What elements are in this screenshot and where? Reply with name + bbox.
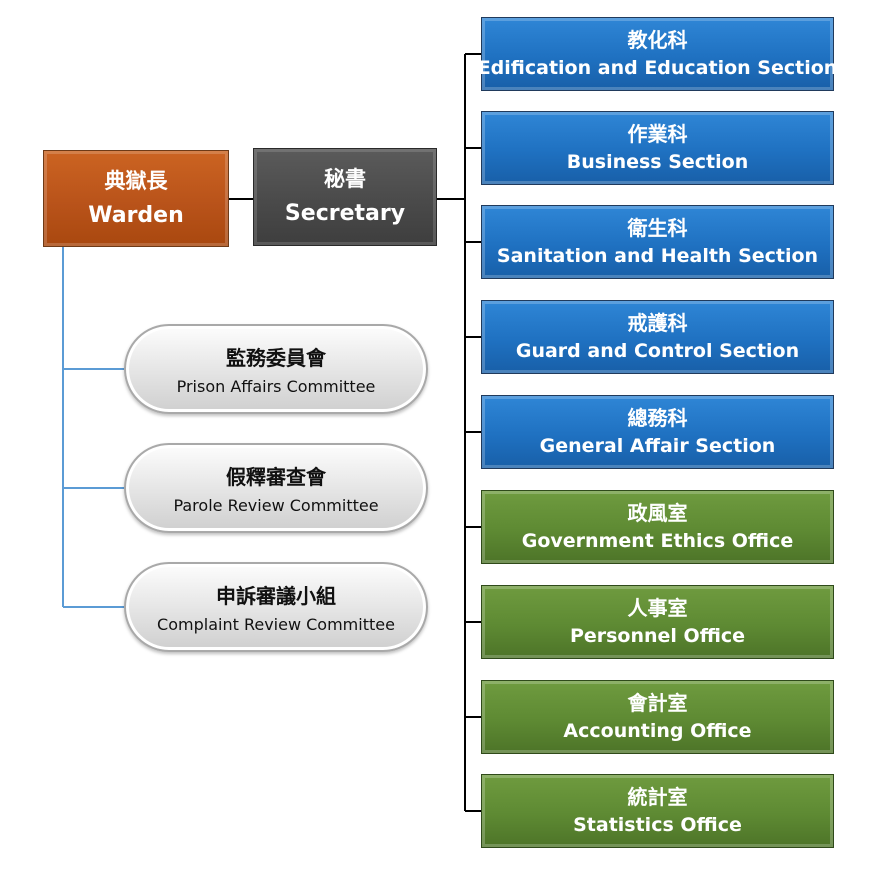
warden-box: 典獄長 Warden [43, 150, 229, 247]
warden-title-zh: 典獄長 [104, 168, 168, 193]
section-label-zh: 會計室 [627, 690, 688, 715]
section-guard: 戒護科 Guard and Control Section [481, 300, 834, 374]
section-label-zh: 衛生科 [627, 215, 688, 240]
section-label-en: General Affair Section [539, 434, 776, 457]
warden-title-en: Warden [88, 202, 184, 228]
section-label-en: Guard and Control Section [515, 339, 800, 362]
section-statistics: 統計室 Statistics Office [481, 774, 834, 848]
section-accounting: 會計室 Accounting Office [481, 680, 834, 754]
section-business: 作業科 Business Section [481, 111, 834, 185]
secretary-title-en: Secretary [284, 201, 406, 227]
section-label-en: Edification and Education Section [477, 56, 838, 79]
secretary-box: 秘書 Secretary [253, 148, 437, 246]
committee-label-en: Parole Review Committee [173, 496, 379, 515]
section-label-en: Personnel Office [569, 624, 746, 647]
section-label-zh: 總務科 [627, 405, 688, 430]
section-personnel: 人事室 Personnel Office [481, 585, 834, 659]
committee-complaint-review: 申訴審議小組 Complaint Review Committee [124, 562, 428, 652]
section-label-en: Government Ethics Office [521, 529, 794, 552]
committee-parole-review: 假釋審查會 Parole Review Committee [124, 443, 428, 533]
committee-prison-affairs: 監務委員會 Prison Affairs Committee [124, 324, 428, 414]
committee-label-zh: 申訴審議小組 [216, 584, 336, 608]
section-edification: 教化科 Edification and Education Section [478, 17, 837, 91]
section-label-en: Statistics Office [573, 813, 742, 836]
section-ethics: 政風室 Government Ethics Office [481, 490, 834, 564]
section-label-zh: 政風室 [627, 500, 688, 525]
section-label-zh: 人事室 [627, 595, 688, 620]
committee-label-en: Prison Affairs Committee [176, 377, 376, 396]
section-label-en: Sanitation and Health Section [496, 244, 819, 267]
section-label-zh: 統計室 [627, 784, 688, 809]
section-general-affair: 總務科 General Affair Section [481, 395, 834, 469]
committee-label-zh: 假釋審查會 [226, 465, 326, 489]
committee-label-zh: 監務委員會 [226, 346, 326, 370]
section-label-en: Business Section [566, 150, 749, 173]
section-label-zh: 教化科 [627, 27, 688, 52]
section-label-zh: 作業科 [627, 121, 688, 146]
section-label-en: Accounting Office [563, 719, 752, 742]
secretary-title-zh: 秘書 [324, 167, 366, 192]
section-sanitation: 衛生科 Sanitation and Health Section [481, 205, 834, 279]
section-label-zh: 戒護科 [627, 310, 688, 335]
committee-label-en: Complaint Review Committee [157, 615, 395, 634]
